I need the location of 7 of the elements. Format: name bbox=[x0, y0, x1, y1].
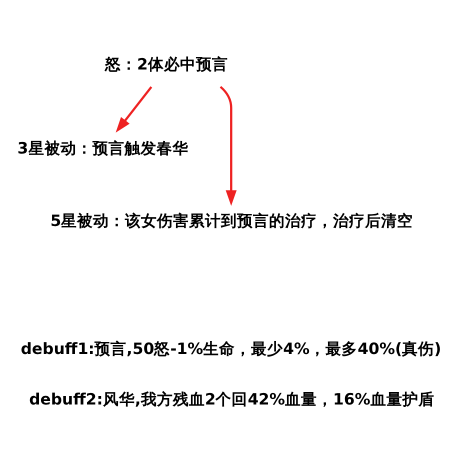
arrow bbox=[116, 86, 152, 133]
label: debuff1:预言,50怒-1%生命，最少4%，最多40%(真伤) bbox=[20, 340, 442, 358]
label: debuff2:风华,我方残血2个回42%血量，16%血量护盾 bbox=[29, 390, 434, 408]
node-text: 5星被动：该女伤害累计到预言的治疗，治疗后清空 bbox=[50, 212, 414, 230]
node-text: 怒：2体必中预言 bbox=[105, 56, 228, 74]
node-text: 3星被动：预言触发春华 bbox=[17, 139, 188, 158]
arrow bbox=[220, 86, 237, 206]
